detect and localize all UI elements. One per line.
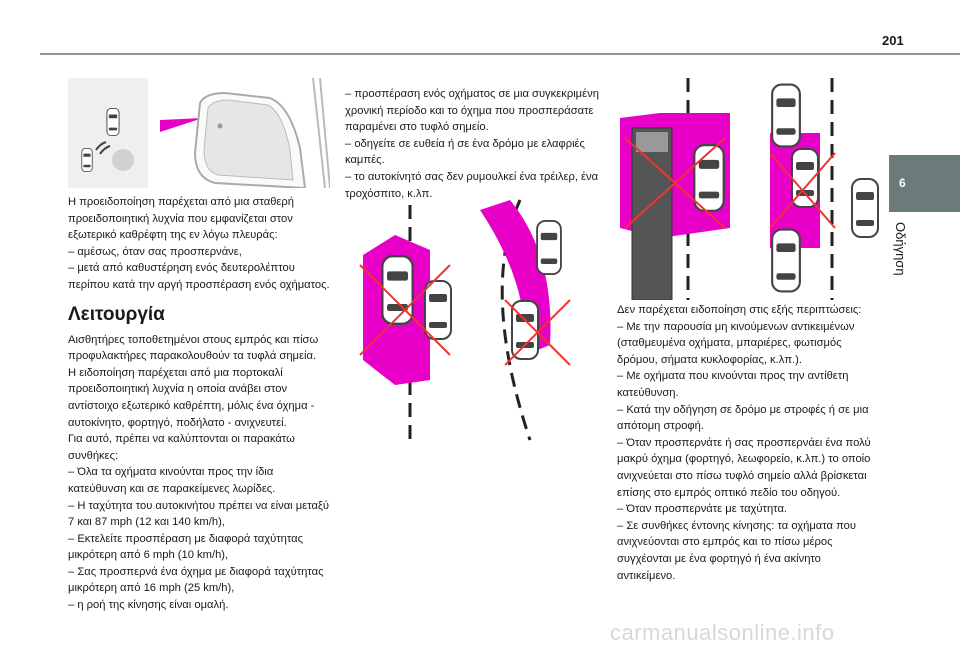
list-item: – Σας προσπερνά ένα όχημα με διαφορά ταχ… xyxy=(68,565,324,595)
chapter-tab[interactable]: 6 xyxy=(889,155,960,212)
list-item: – Όταν προσπερνάτε με ταχύτητα. xyxy=(617,503,788,516)
list-item: – Με οχήματα που κινούνται προς την αντί… xyxy=(617,370,849,399)
paragraph: Αισθητήρες τοποθετημένοι στους εμπρός κα… xyxy=(68,333,319,363)
list-item: – μετά από καθυστέρηση ενός δευτερολέπτο… xyxy=(68,262,330,291)
list-item: – Σε συνθήκες έντονης κίνησης: τα οχήματ… xyxy=(617,519,856,582)
list-item: – Όταν προσπερνάτε ή σας προσπερνάει ένα… xyxy=(617,436,871,499)
paragraph: Δεν παρέχεται ειδοποίηση στις εξής περιπ… xyxy=(617,304,862,316)
list-item: – η ροή της κίνησης είναι ομαλή. xyxy=(68,599,229,612)
no-alert-situations-diagram xyxy=(620,78,879,300)
paragraph: Η ειδοποίηση παρέχεται από μια πορτοκαλί… xyxy=(68,366,315,429)
column-middle: – προσπέραση ενός οχήματος σε μια συγκεκ… xyxy=(345,86,603,202)
section-heading: Λειτουργία xyxy=(68,303,165,325)
list-item: – αμέσως, όταν σας προσπερνάνε, xyxy=(68,245,242,258)
watermark: carmanualsonline.info xyxy=(610,620,835,645)
list-item: – Η ταχύτητα του αυτοκινήτου πρέπει να ε… xyxy=(68,499,330,529)
list-item: – Εκτελείτε προσπέραση με διαφορά ταχύτη… xyxy=(68,532,303,562)
detection-conditions-diagram xyxy=(359,199,571,441)
paragraph: Η προειδοποίηση παρέχεται από μια σταθερ… xyxy=(68,196,294,242)
mirror-warning-illustration xyxy=(68,78,330,188)
column-left: Η προειδοποίηση παρέχεται από μια σταθερ… xyxy=(68,194,330,614)
header-rule xyxy=(40,53,960,55)
page-number: 201 xyxy=(882,33,904,48)
chapter-number: 6 xyxy=(899,176,906,190)
paragraph: Για αυτό, πρέπει να καλύπτονται οι παρακ… xyxy=(68,433,295,462)
list-item: – Με την παρουσία μη κινούμενων αντικειμ… xyxy=(617,320,855,366)
list-item: – οδηγείτε σε ευθεία ή σε ένα δρόμο με ε… xyxy=(345,137,585,167)
list-item: – Όλα τα οχήματα κινούνται προς την ίδια… xyxy=(68,466,276,495)
list-item: – Κατά την οδήγηση σε δρόμο με στροφές ή… xyxy=(617,403,869,433)
list-item: – το αυτοκίνητό σας δεν ρυμουλκεί ένα τρ… xyxy=(345,170,599,200)
column-right: Δεν παρέχεται ειδοποίηση στις εξής περιπ… xyxy=(617,302,882,584)
list-item: – προσπέραση ενός οχήματος σε μια συγκεκ… xyxy=(345,88,599,134)
chapter-title: Οδήγηση xyxy=(893,222,908,276)
